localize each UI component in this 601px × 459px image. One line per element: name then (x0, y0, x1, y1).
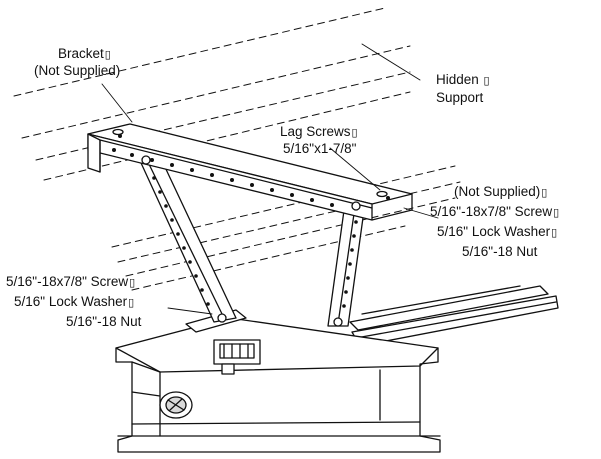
box-glyph: ▯ (104, 49, 111, 61)
door-rail (349, 285, 559, 347)
bracket-holes (112, 134, 390, 207)
hidden-support-label: Hidden ▯ (436, 72, 490, 89)
strap-holes (152, 176, 358, 308)
bolts (141, 155, 361, 327)
box-glyph: ▯ (351, 127, 358, 139)
box-glyph: ▯ (551, 227, 558, 239)
bracket-label: Bracket▯ (58, 46, 111, 63)
left-hardware-screw: 5/16"-18x7/8" Screw▯ (6, 274, 135, 291)
hidden-support-label-line1: Hidden (436, 72, 479, 87)
bracket-note: (Not Supplied) (34, 63, 121, 78)
right-hardware-nut: 5/16"-18 Nut (462, 244, 538, 259)
left-hardware-washer: 5/16" Lock Washer▯ (14, 294, 134, 311)
left-hardware-line1: 5/16"-18x7/8" Screw (6, 274, 129, 289)
leader-lines (101, 43, 439, 315)
left-hardware-line2: 5/16" Lock Washer (14, 294, 128, 309)
box-glyph: ▯ (553, 207, 560, 219)
hidden-support-label-line2: Support (436, 90, 484, 105)
right-hardware-line2: 5/16"-18x7/8" Screw (430, 204, 553, 219)
lag-screws-label: Lag Screws▯ (280, 124, 358, 141)
box-glyph: ▯ (541, 187, 548, 199)
bracket-label-line1: Bracket (58, 46, 104, 61)
right-hardware-note: (Not Supplied)▯ (454, 184, 547, 201)
angle-bracket (87, 123, 413, 221)
right-hardware-line3: 5/16" Lock Washer (437, 224, 551, 239)
box-glyph: ▯ (128, 297, 135, 309)
opener-unit (115, 309, 441, 453)
right-hardware-screw: 5/16"-18x7/8" Screw▯ (430, 204, 559, 221)
box-glyph: ▯ (483, 75, 490, 87)
lag-screws-label-line1: Lag Screws (280, 124, 351, 139)
left-hardware-nut: 5/16"-18 Nut (66, 314, 142, 329)
box-glyph: ▯ (129, 277, 136, 289)
lag-screws-size: 5/16"x1-7/8" (283, 141, 357, 156)
lag-screws (112, 128, 388, 198)
right-hardware-washer: 5/16" Lock Washer▯ (437, 224, 557, 241)
right-hardware-line1: (Not Supplied) (454, 184, 541, 199)
